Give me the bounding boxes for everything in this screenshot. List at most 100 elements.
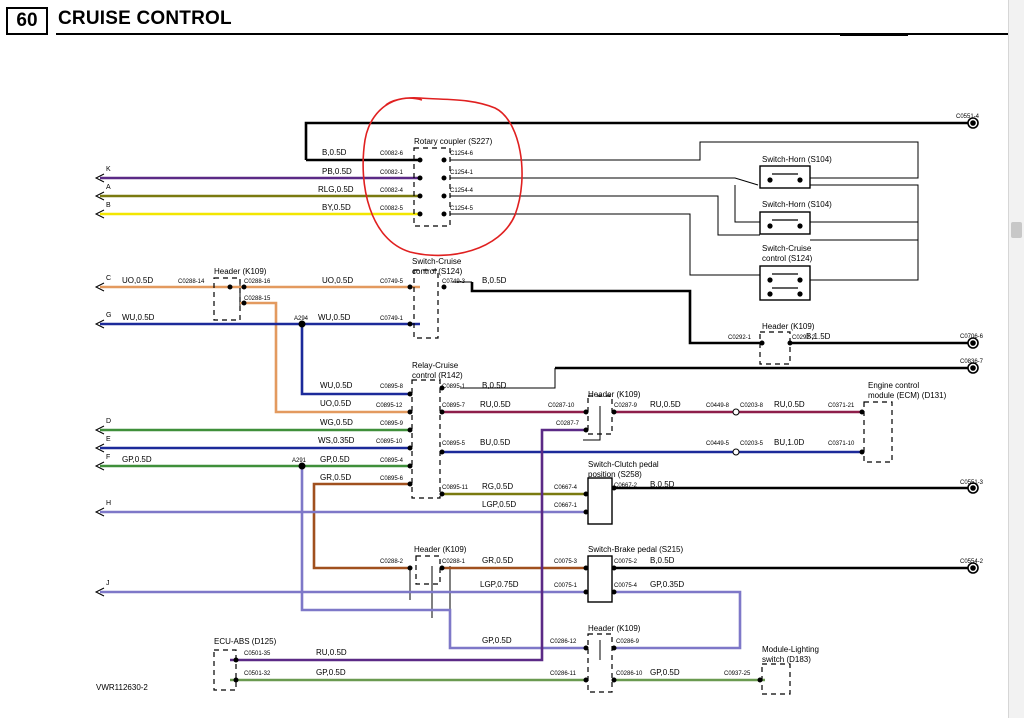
wire-gr <box>312 482 410 570</box>
connector-label: C0286-12 <box>550 639 577 645</box>
colored-wires <box>100 176 860 682</box>
wire-label: RU,0.5D <box>650 400 681 409</box>
connector-label: C0288-14 <box>178 279 205 285</box>
wire-label: LGP,0.5D <box>482 500 516 509</box>
terminal-letter: K <box>106 166 111 173</box>
wire-label: WG,0.5D <box>320 418 353 427</box>
wire-ru-abs <box>230 428 588 662</box>
inline-connectors <box>732 408 740 456</box>
label-header-k109-b: Header (K109) <box>762 322 815 331</box>
splice-dots <box>227 157 865 683</box>
connector-label: C0082-5 <box>380 206 404 212</box>
wire-label: WU,0.5D <box>122 313 155 322</box>
vertical-scrollbar[interactable] <box>1008 0 1024 718</box>
label-relay-cruise-1: Relay-Cruise <box>412 361 459 370</box>
label-switch-horn-2: Switch-Horn (S104) <box>762 200 832 209</box>
connector-label: C0075-3 <box>554 559 578 565</box>
wire-label: GR,0.5D <box>320 473 351 482</box>
terminal-letter: H <box>106 500 111 507</box>
figure-ref: VWR112630-2 <box>96 683 148 692</box>
connector-label: C0554-2 <box>960 559 984 565</box>
label-rotary-coupler: Rotary coupler (S227) <box>414 137 493 146</box>
connector-label: C0895-4 <box>380 458 404 464</box>
wire-label: WS,0.35D <box>318 436 355 445</box>
connector-label: C0667-4 <box>554 485 578 491</box>
wire-label: PB,0.5D <box>322 167 352 176</box>
connector-label: C0551-3 <box>960 480 984 486</box>
connector-label: C0895-12 <box>376 403 403 409</box>
annotation-circle <box>362 97 523 257</box>
label-switch-cruise-right-2: control (S124) <box>762 254 813 263</box>
connector-label: C0082-4 <box>380 188 404 194</box>
wire-label: LGP,0.75D <box>480 580 519 589</box>
terminal-arrows <box>94 173 105 597</box>
wire-labels: B,0.5D PB,0.5D RLG,0.5D BY,0.5D UO,0.5D … <box>122 148 831 677</box>
connector-label: C0292-2 <box>792 335 816 341</box>
label-switch-cruise-right-1: Switch-Cruise <box>762 244 812 253</box>
connector-label: C0895-8 <box>380 384 404 390</box>
label-brake: Switch-Brake pedal (S215) <box>588 545 683 554</box>
label-lighting-1: Module-Lighting <box>762 645 819 654</box>
wire-label: RG,0.5D <box>482 482 513 491</box>
connector-label: C0287-9 <box>614 403 638 409</box>
connector-label: C0082-6 <box>380 151 404 157</box>
connector-label: C0895-9 <box>380 421 404 427</box>
header-rule <box>56 33 1008 35</box>
wire-label: RU,0.5D <box>316 648 347 657</box>
wire-label: UO,0.5D <box>122 276 153 285</box>
wire-gp035 <box>612 590 742 650</box>
label-ecm-2: module (ECM) (D131) <box>868 391 947 400</box>
connector-label: C0286-11 <box>550 671 577 677</box>
solid-component-boxes <box>587 165 811 603</box>
wire-gp-a291 <box>300 466 588 650</box>
terminal-letter: C <box>106 275 111 282</box>
terminal-letter: A <box>106 184 111 191</box>
wire-label: GP,0.5D <box>482 636 512 645</box>
wire-label: B,0.5D <box>482 276 507 285</box>
wire-label: B,0.5D <box>650 480 675 489</box>
heavy-black-wires <box>304 121 968 570</box>
connector-label: C0288-2 <box>380 559 404 565</box>
connector-label: C1254-1 <box>450 170 474 176</box>
connector-label: C0371-21 <box>828 403 855 409</box>
wire-label: B,0.5D <box>322 148 347 157</box>
ground-terminals <box>967 117 979 574</box>
wire-wu-relay <box>300 324 410 396</box>
wire-label: B,1.5D <box>806 332 831 341</box>
connector-label: C1254-4 <box>450 188 474 194</box>
label-switch-horn-1: Switch-Horn (S104) <box>762 155 832 164</box>
label-header-k109-c: Header (K109) <box>588 390 641 399</box>
connector-label: C0937-25 <box>724 671 751 677</box>
connector-label: C0286-9 <box>616 639 640 645</box>
page-number: 60 <box>6 7 48 35</box>
wire-label: B,0.5D <box>482 381 507 390</box>
splice-labels: A294 A291 <box>292 316 309 464</box>
label-header-k109-d: Header (K109) <box>414 545 467 554</box>
label-switch-cruise-mid-1: Switch-Cruise <box>412 257 462 266</box>
scrollbar-thumb[interactable] <box>1011 222 1022 238</box>
terminal-letters: K A B C G D E F H J <box>106 166 111 587</box>
connector-label: C0895-5 <box>442 441 466 447</box>
connector-label: C0749-1 <box>380 316 404 322</box>
wire-label: BU,1.0D <box>774 438 804 447</box>
label-ecu-abs: ECU-ABS (D125) <box>214 637 277 646</box>
wire-uo-relay <box>240 301 410 414</box>
wire-label: GP,0.5D <box>316 668 346 677</box>
wire-label: UO,0.5D <box>322 276 353 285</box>
connector-label: C0082-1 <box>380 170 404 176</box>
splice-label: A294 <box>294 316 309 322</box>
connector-label: C0895-1 <box>442 384 466 390</box>
wire-label: WU,0.5D <box>320 381 353 390</box>
connector-label: C0895-7 <box>442 403 466 409</box>
terminal-letter: G <box>106 312 111 319</box>
wire-label: WU,0.5D <box>318 313 351 322</box>
connector-label: C0895-6 <box>380 476 404 482</box>
connector-label: C0075-4 <box>614 583 638 589</box>
wire-label: UO,0.5D <box>320 399 351 408</box>
connector-label: C0287-7 <box>556 421 580 427</box>
wire-label: GP,0.5D <box>320 455 350 464</box>
connector-label: C0895-10 <box>376 439 403 445</box>
connector-label: C0895-11 <box>442 485 469 491</box>
connector-label: C0501-35 <box>244 651 271 657</box>
wire-label: GR,0.5D <box>482 556 513 565</box>
